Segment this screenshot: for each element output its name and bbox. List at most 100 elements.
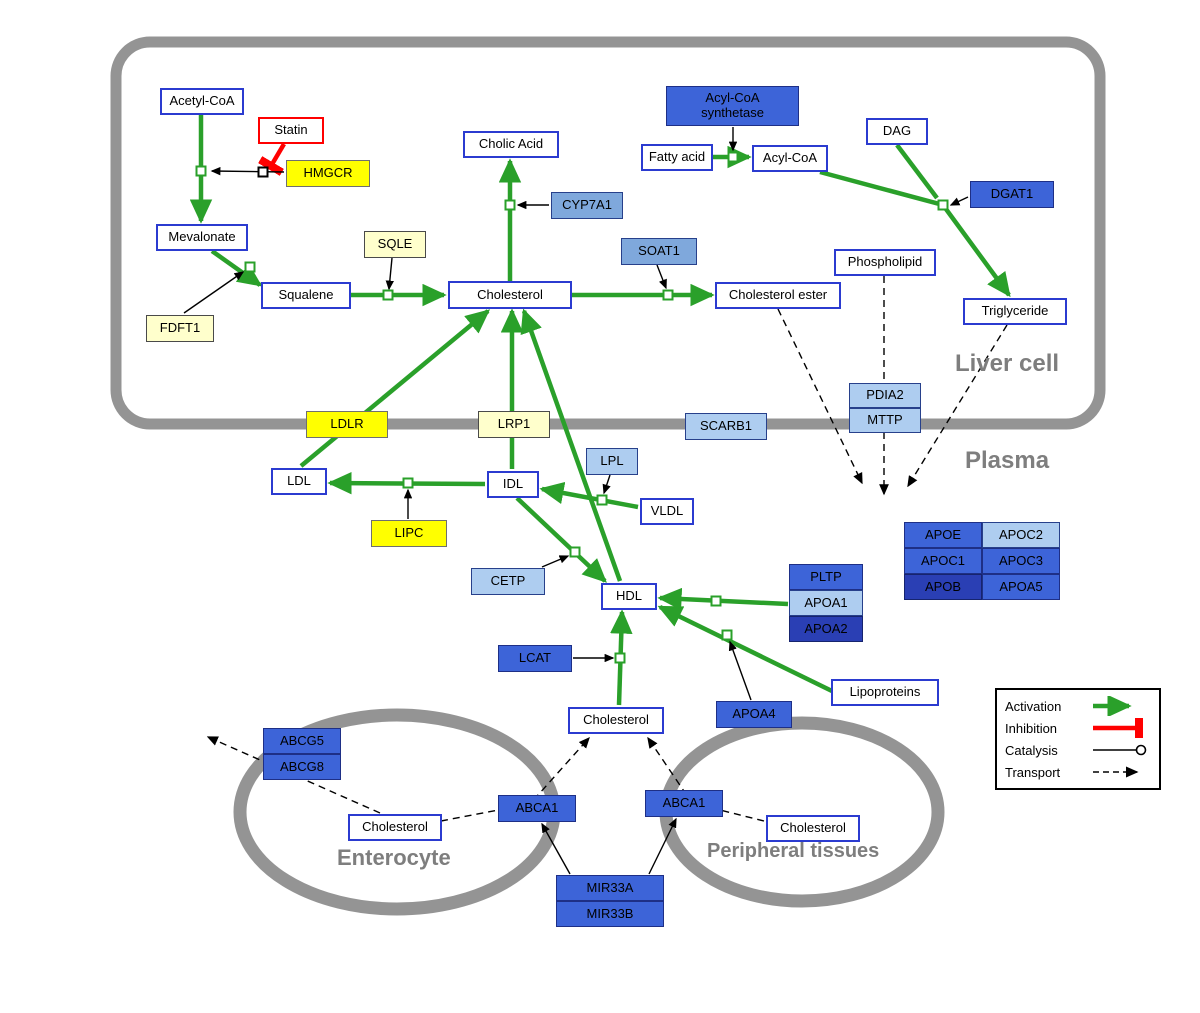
reaction-anchor: [710, 595, 722, 607]
node-apoa5[interactable]: APOA5: [982, 574, 1060, 600]
edge-lpl-catalysis: [602, 474, 611, 495]
edge-vldl-to-idl: [539, 481, 639, 510]
legend: Activation Inhibition Catalysis Transpor…: [995, 688, 1161, 790]
node-mir33b[interactable]: MIR33B: [556, 901, 664, 927]
node-fdft1[interactable]: FDFT1: [146, 315, 214, 342]
liver-cell-label: Liver cell: [955, 350, 1060, 377]
node-apoe[interactable]: APOE: [904, 522, 982, 548]
node-scarb1[interactable]: SCARB1: [685, 413, 767, 440]
edge-statin-inhibits-hmgcr: [258, 142, 286, 176]
edge-lipoproteins-to-hdl: [657, 604, 835, 695]
node-apoc3[interactable]: APOC3: [982, 548, 1060, 574]
node-cholic-acid[interactable]: Cholic Acid: [463, 131, 559, 158]
node-mttp[interactable]: MTTP: [849, 408, 921, 433]
legend-row-inhibition: Inhibition: [1005, 717, 1151, 739]
reaction-anchor: [614, 652, 626, 664]
legend-label-activation: Activation: [1005, 698, 1062, 714]
node-abca1-enterocyte[interactable]: ABCA1: [498, 795, 576, 822]
reaction-anchor: [195, 165, 207, 177]
node-lrp1[interactable]: LRP1: [478, 411, 550, 438]
node-triglyceride[interactable]: Triglyceride: [963, 298, 1067, 325]
legend-row-activation: Activation: [1005, 695, 1151, 717]
node-lipc[interactable]: LIPC: [371, 520, 447, 547]
node-cetp[interactable]: CETP: [471, 568, 545, 595]
node-abcg8[interactable]: ABCG8: [263, 754, 341, 780]
edge-mir33b-to-abca1: [648, 817, 677, 875]
edge-mir33a-to-abca1: [541, 822, 571, 875]
edge-triglyceride-to-plasma: [907, 324, 1008, 488]
node-cholesterol-plasma[interactable]: Cholesterol: [568, 707, 664, 734]
reaction-anchor: [569, 546, 581, 558]
legend-label-transport: Transport: [1005, 764, 1061, 780]
node-idl[interactable]: IDL: [487, 471, 539, 498]
reaction-anchor: [596, 494, 608, 506]
legend-row-transport: Transport: [1005, 761, 1151, 783]
reaction-anchor: [402, 477, 414, 489]
node-cyp7a1[interactable]: CYP7A1: [551, 192, 623, 219]
reaction-anchor: [244, 261, 256, 273]
node-sqle[interactable]: SQLE: [364, 231, 426, 258]
reaction-anchor: [662, 289, 674, 301]
liver-cell-membrane: [110, 36, 1106, 430]
edge-apoa4-catalysis: [728, 640, 752, 701]
node-lpl[interactable]: LPL: [586, 448, 638, 475]
node-cholesterol-peripheral[interactable]: Cholesterol: [766, 815, 860, 842]
reaction-anchor: [382, 289, 394, 301]
node-hdl[interactable]: HDL: [601, 583, 657, 610]
node-pdia2[interactable]: PDIA2: [849, 383, 921, 408]
reaction-anchor: [937, 199, 949, 211]
node-fatty-acid[interactable]: Fatty acid: [641, 144, 713, 171]
node-acyl-coa[interactable]: Acyl-CoA: [752, 145, 828, 172]
node-apob[interactable]: APOB: [904, 574, 982, 600]
reaction-anchor: [727, 151, 739, 163]
node-abcg5[interactable]: ABCG5: [263, 728, 341, 754]
edge-hmgcr-catalysis: [210, 166, 285, 176]
node-mevalonate[interactable]: Mevalonate: [156, 224, 248, 251]
edge-soat1-catalysis: [656, 264, 667, 290]
node-cholesterol-enterocyte[interactable]: Cholesterol: [348, 814, 442, 841]
edge-dgat1-catalysis: [949, 196, 969, 206]
edge-cholesterol-ester-to-plasma: [777, 308, 863, 485]
node-vldl[interactable]: VLDL: [640, 498, 694, 525]
plasma-label: Plasma: [965, 447, 1050, 474]
reaction-anchor: [504, 199, 516, 211]
node-cholesterol-ester[interactable]: Cholesterol ester: [715, 282, 841, 309]
legend-label-inhibition: Inhibition: [1005, 720, 1058, 736]
edge-sqle-catalysis: [385, 257, 394, 291]
edge-cetp-catalysis: [541, 555, 570, 568]
transport-dashed-arrow-icon: [1093, 766, 1139, 778]
node-lcat[interactable]: LCAT: [498, 645, 572, 672]
node-statin[interactable]: Statin: [258, 117, 324, 144]
enterocyte-label: Enterocyte: [337, 845, 451, 870]
node-mir33a[interactable]: MIR33A: [556, 875, 664, 901]
node-hmgcr[interactable]: HMGCR: [286, 160, 370, 187]
node-apoa2[interactable]: APOA2: [789, 616, 863, 642]
edge-fdft1-catalysis: [183, 271, 245, 314]
node-dgat1[interactable]: DGAT1: [970, 181, 1054, 208]
node-lipoproteins[interactable]: Lipoproteins: [831, 679, 939, 706]
edge-hdl-to-liver-cholesterol: [520, 308, 623, 582]
node-cholesterol-liver[interactable]: Cholesterol: [448, 281, 572, 309]
node-phospholipid[interactable]: Phospholipid: [834, 249, 936, 276]
node-abca1-peripheral[interactable]: ABCA1: [645, 790, 723, 817]
node-apoa4[interactable]: APOA4: [716, 701, 792, 728]
node-apoc2[interactable]: APOC2: [982, 522, 1060, 548]
node-apoc1[interactable]: APOC1: [904, 548, 982, 574]
activation-arrow-icon: [1093, 696, 1132, 716]
edge-dag-to-dgat1-junction: [895, 143, 939, 200]
peripheral-tissues-label: Peripheral tissues: [707, 840, 880, 862]
node-dag[interactable]: DAG: [866, 118, 928, 145]
node-soat1[interactable]: SOAT1: [621, 238, 697, 265]
node-squalene[interactable]: Squalene: [261, 282, 351, 309]
node-ldl[interactable]: LDL: [271, 468, 327, 495]
edge-ldl-to-liver-cholesterol: [299, 309, 491, 468]
reaction-anchor: [721, 629, 733, 641]
reaction-anchor: [257, 166, 269, 178]
node-acetyl-coa[interactable]: Acetyl-CoA: [160, 88, 244, 115]
node-apoa1[interactable]: APOA1: [789, 590, 863, 616]
node-acyl-coa-synthetase[interactable]: Acyl-CoA synthetase: [666, 86, 799, 126]
node-pltp[interactable]: PLTP: [789, 564, 863, 590]
node-ldlr[interactable]: LDLR: [306, 411, 388, 438]
